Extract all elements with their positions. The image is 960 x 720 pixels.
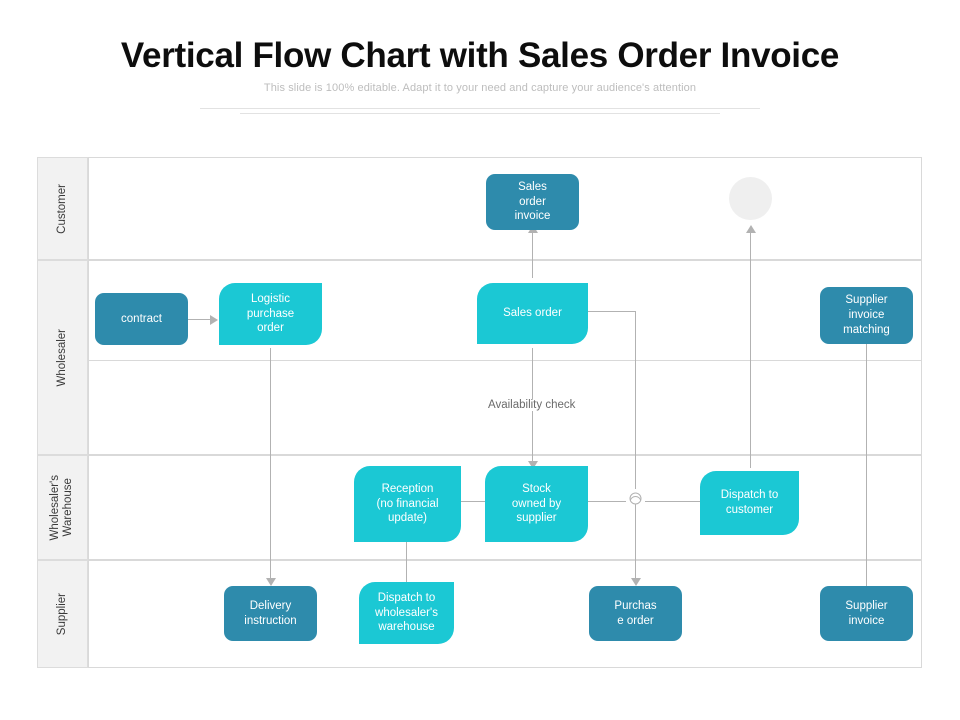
lane-body-supplier (88, 560, 922, 668)
connector-logistic-down (270, 348, 271, 580)
lane-header-supplier: Supplier (37, 560, 88, 668)
page-title: Vertical Flow Chart with Sales Order Inv… (120, 36, 840, 75)
node-delivery-instruction[interactable]: Delivery instruction (224, 586, 317, 641)
node-sales-order[interactable]: Sales order (477, 283, 588, 344)
connector-line-hop (625, 488, 647, 517)
node-dispatch-to-customer[interactable]: Dispatch to customer (700, 471, 799, 535)
node-dispatch-to-warehouse[interactable]: Dispatch to wholesaler's warehouse (359, 582, 454, 644)
connector-stock-to-dispatch (588, 501, 626, 502)
lane-label-wholesaler: Wholesaler (55, 328, 68, 387)
connector-supplier-invoice-up (866, 344, 867, 586)
lane-label-customer: Customer (55, 183, 68, 234)
node-logistic-purchase-order[interactable]: Logistic purchase order (219, 283, 322, 345)
connector-warehouse-dispatch-up (406, 542, 407, 586)
title-divider-bottom (240, 113, 720, 114)
availability-check-label: Availability check (484, 399, 580, 411)
node-customer-endpoint[interactable] (729, 177, 772, 220)
lane-header-column: Customer Wholesaler Wholesaler's Warehou… (37, 157, 88, 668)
node-sales-order-invoice[interactable]: Sales order invoice (486, 174, 579, 230)
connector-right-branch-down-2 (635, 511, 636, 580)
lane-header-wholesaler: Wholesaler (37, 260, 88, 455)
lane-label-supplier: Supplier (55, 592, 68, 636)
arrow-to-purchase-order (631, 578, 641, 586)
node-purchase-order[interactable]: Purchas e order (589, 586, 682, 641)
title-divider-top (200, 108, 760, 109)
swimlane-diagram: Customer Wholesaler Wholesaler's Warehou… (37, 157, 922, 668)
arrow-to-customer-endpoint (746, 225, 756, 233)
connector-hop-to-dispatch (645, 501, 700, 502)
node-reception[interactable]: Reception (no financial update) (354, 466, 461, 542)
node-stock-owned-by-supplier[interactable]: Stock owned by supplier (485, 466, 588, 542)
node-supplier-invoice[interactable]: Supplier invoice (820, 586, 913, 641)
lane-divider-inner (88, 360, 922, 361)
node-contract[interactable]: contract (95, 293, 188, 345)
arrow-contract-to-logistic (210, 315, 218, 325)
lane-label-warehouse: Wholesaler's Warehouse (49, 474, 75, 541)
connector-to-customer-endpoint (750, 232, 751, 278)
connector-reception-to-stock (461, 501, 485, 502)
node-supplier-invoice-matching[interactable]: Supplier invoice matching (820, 287, 913, 344)
lane-header-warehouse: Wholesaler's Warehouse (37, 455, 88, 560)
page-subtitle: This slide is 100% editable. Adapt it to… (263, 82, 697, 94)
connector-dispatch-up (750, 278, 751, 468)
arrow-to-stock-owned (528, 461, 538, 469)
connector-right-branch-down (635, 311, 636, 489)
lane-header-customer: Customer (37, 157, 88, 260)
connector-contract-to-logistic (188, 319, 210, 320)
arrow-to-delivery-instruction (266, 578, 276, 586)
connector-to-sales-order-invoice (532, 232, 533, 278)
connector-sales-order-right (588, 311, 635, 312)
